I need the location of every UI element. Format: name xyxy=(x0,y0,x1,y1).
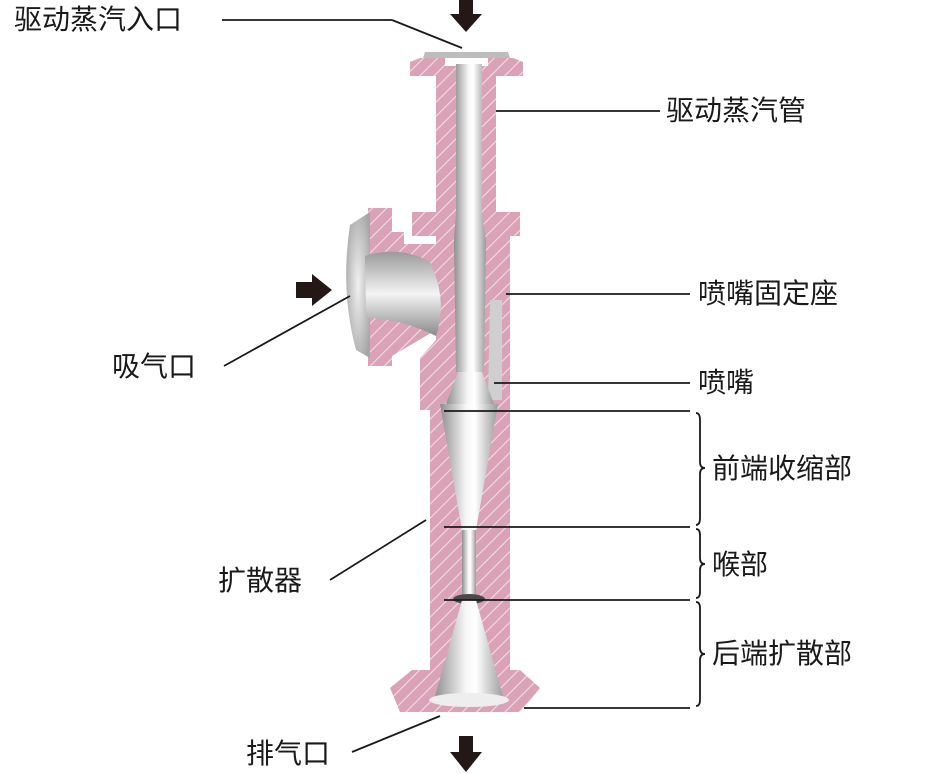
label-exhaust: 排气口 xyxy=(246,737,331,770)
label-suction-inlet: 吸气口 xyxy=(112,350,197,383)
section-braces xyxy=(695,412,706,707)
label-steam-inlet: 驱动蒸汽入口 xyxy=(14,3,183,36)
label-steam-pipe: 驱动蒸汽管 xyxy=(666,94,807,127)
label-converging-section: 前端收缩部 xyxy=(712,452,853,485)
arrow-down-top-icon xyxy=(450,0,482,32)
flow-arrows xyxy=(296,0,482,772)
brace-diverging xyxy=(695,601,706,707)
brace-converging xyxy=(695,412,706,526)
internal-bores xyxy=(365,64,509,707)
brace-throat xyxy=(695,528,706,599)
arrow-right-suction-icon xyxy=(296,274,332,306)
label-nozzle: 喷嘴 xyxy=(698,366,755,399)
ejector-body xyxy=(346,52,540,712)
leader-lines xyxy=(222,19,690,753)
label-throat: 喉部 xyxy=(712,548,769,581)
label-nozzle-seat: 喷嘴固定座 xyxy=(698,277,839,310)
label-diverging-section: 后端扩散部 xyxy=(712,637,853,670)
arrow-down-bottom-icon xyxy=(450,736,482,772)
label-diffuser: 扩散器 xyxy=(218,564,303,597)
